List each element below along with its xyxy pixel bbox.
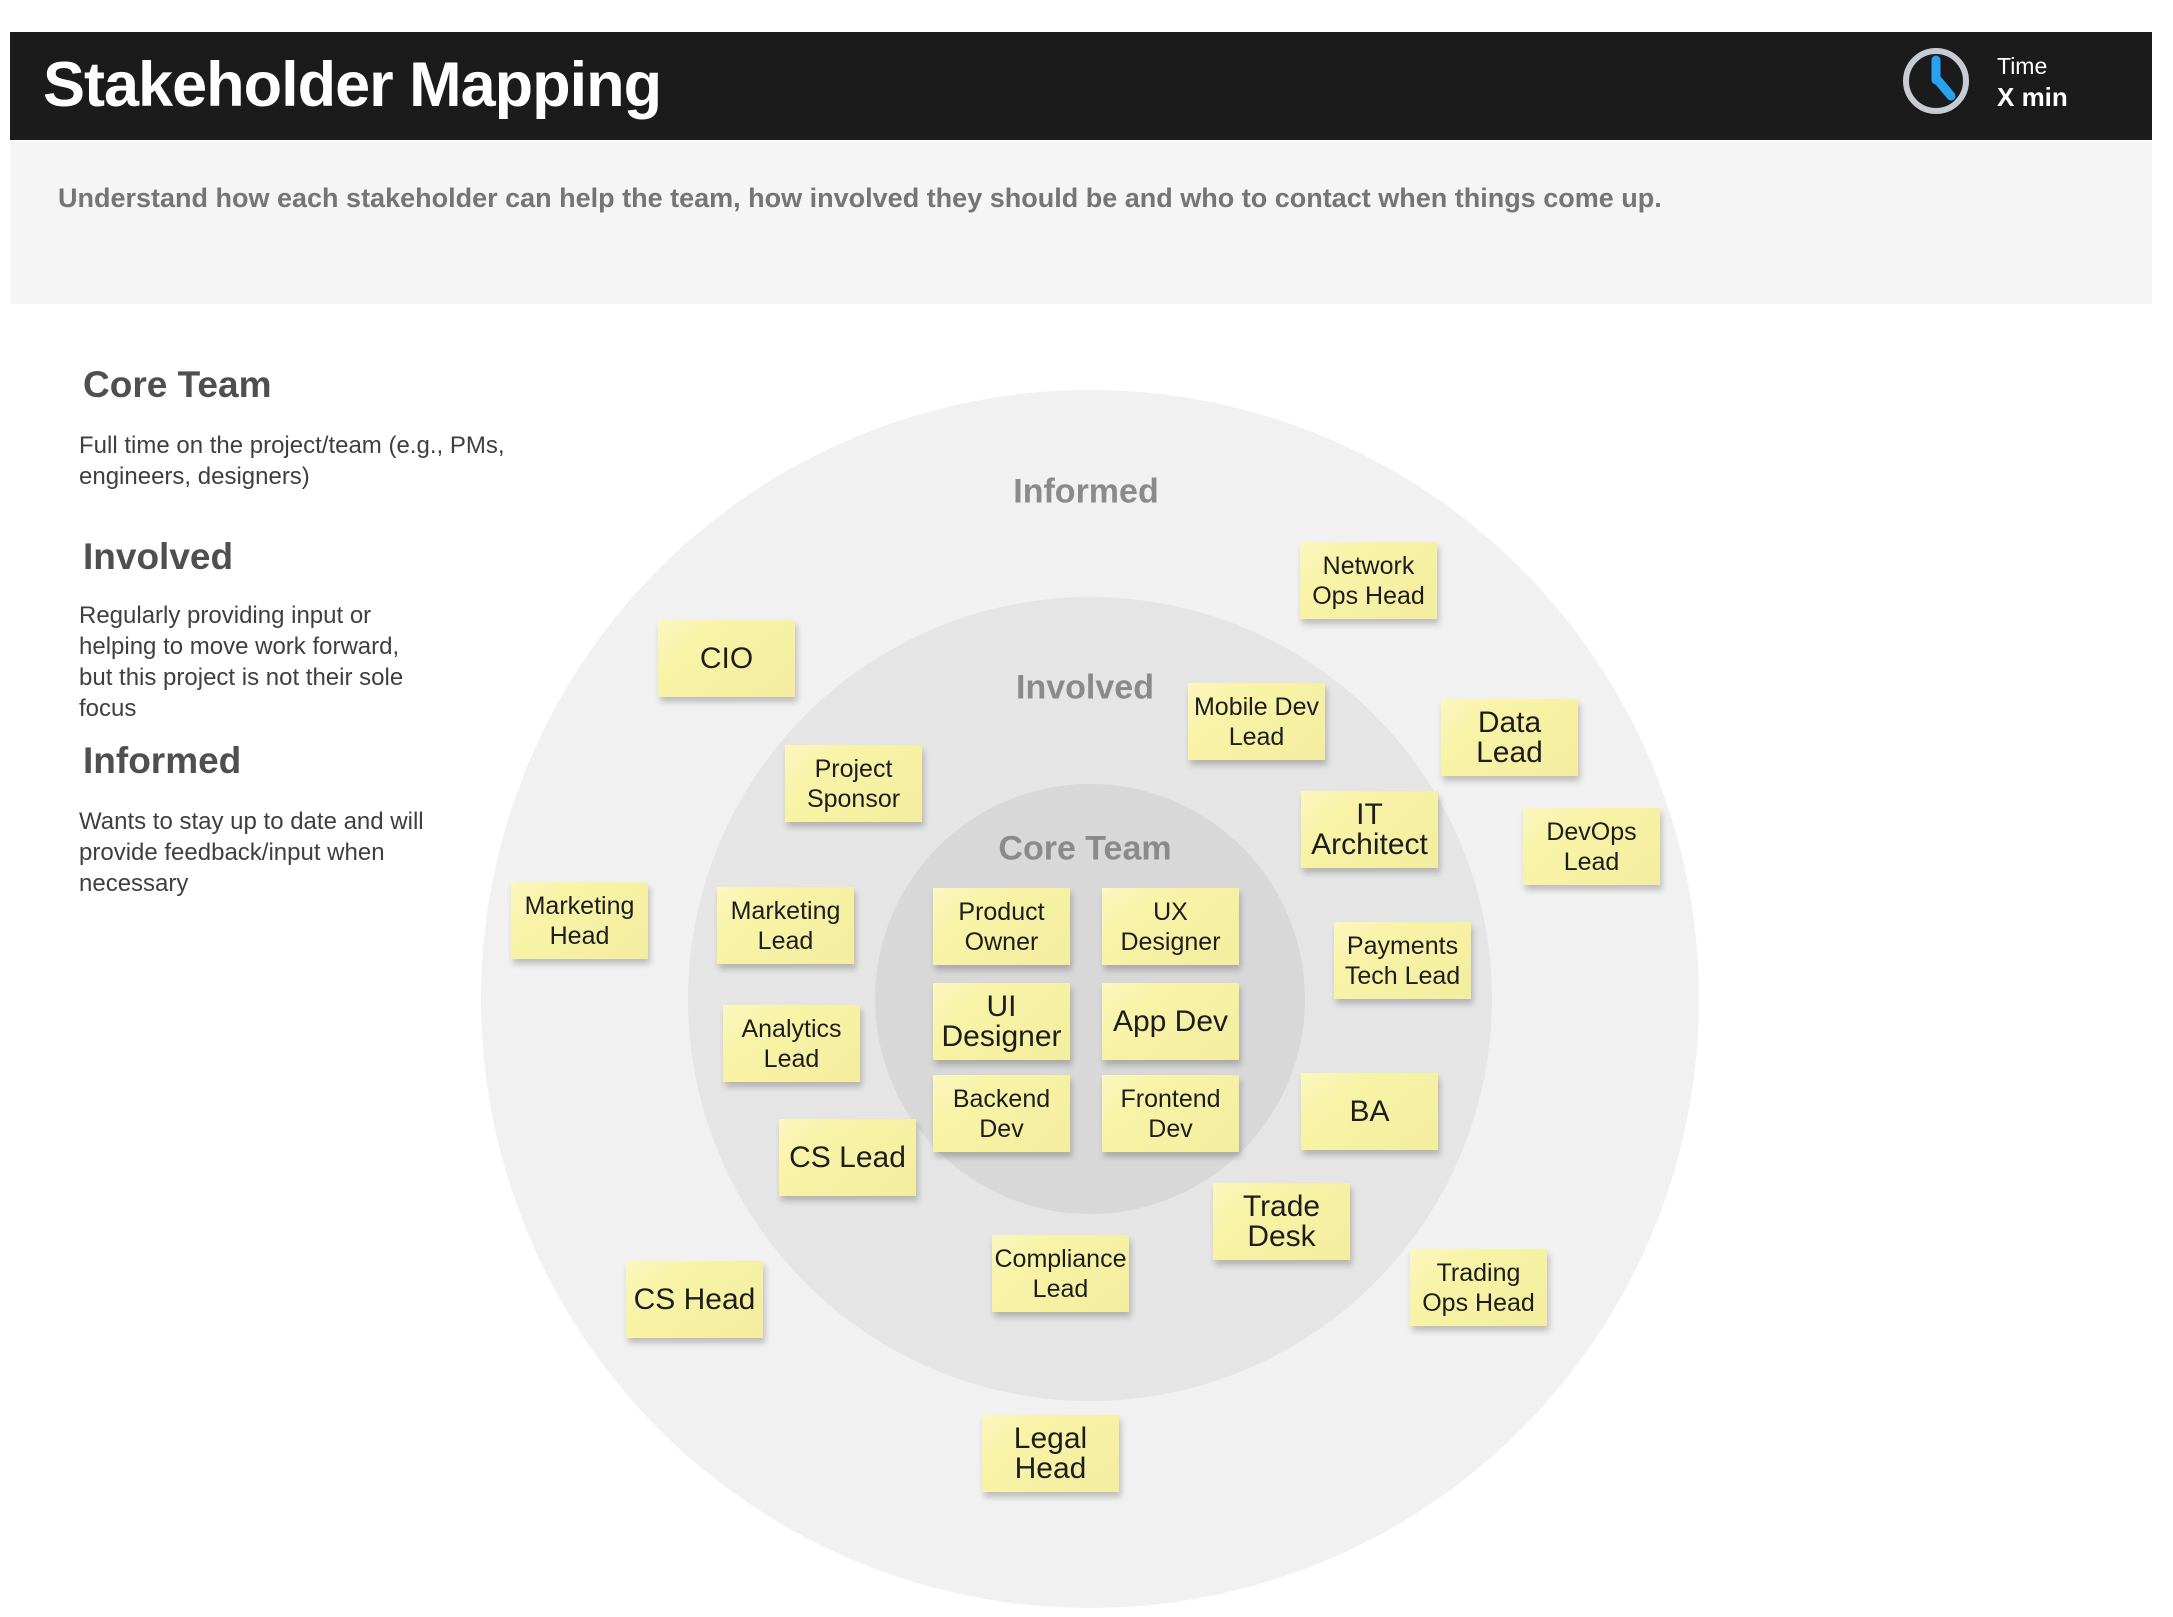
legend-heading-core-team: Core Team — [83, 364, 272, 405]
timer-text: Time X min — [1997, 51, 2068, 113]
legend-heading-involved: Involved — [83, 536, 234, 577]
clock-icon — [1903, 48, 1969, 114]
zone-label-informed: Informed — [1013, 472, 1159, 511]
sticky-note-cs-lead[interactable]: CS Lead — [779, 1119, 916, 1196]
sticky-note-product-owner[interactable]: Product Owner — [933, 888, 1070, 965]
zone-label-core-team: Core Team — [998, 829, 1172, 868]
sticky-note-cs-head[interactable]: CS Head — [626, 1261, 763, 1338]
sticky-note-payments-tech-lead[interactable]: Payments Tech Lead — [1334, 922, 1471, 999]
zone-label-involved: Involved — [1016, 668, 1154, 707]
sticky-note-frontend-dev[interactable]: Frontend Dev — [1102, 1075, 1239, 1152]
sticky-note-compliance-lead[interactable]: Compliance Lead — [992, 1235, 1129, 1312]
page-title: Stakeholder Mapping — [43, 50, 662, 120]
sticky-note-backend-dev[interactable]: Backend Dev — [933, 1075, 1070, 1152]
legend-heading-informed: Informed — [83, 740, 242, 781]
sticky-note-mobile-dev-lead[interactable]: Mobile Dev Lead — [1188, 683, 1325, 760]
sticky-note-trade-desk[interactable]: Trade Desk — [1213, 1183, 1350, 1260]
sticky-note-network-ops-head[interactable]: Network Ops Head — [1300, 542, 1437, 619]
timer-label: Time — [1997, 53, 2048, 79]
subtitle-text: Understand how each stakeholder can help… — [58, 183, 1662, 213]
sticky-note-app-dev[interactable]: App Dev — [1102, 983, 1239, 1060]
subtitle-bar: Understand how each stakeholder can help… — [10, 141, 2152, 304]
sticky-note-devops-lead[interactable]: DevOps Lead — [1523, 808, 1660, 885]
sticky-note-cio[interactable]: CIO — [658, 620, 795, 697]
sticky-note-ba[interactable]: BA — [1301, 1073, 1438, 1150]
sticky-note-ui-designer[interactable]: UI Designer — [933, 983, 1070, 1060]
timer-value: X min — [1997, 82, 2068, 112]
sticky-note-ux-designer[interactable]: UX Designer — [1102, 888, 1239, 965]
sticky-note-it-architect[interactable]: IT Architect — [1301, 791, 1438, 868]
sticky-note-marketing-head[interactable]: Marketing Head — [511, 882, 648, 959]
sticky-note-trading-ops-head[interactable]: Trading Ops Head — [1410, 1249, 1547, 1326]
sticky-note-legal-head[interactable]: Legal Head — [982, 1415, 1119, 1492]
header-bar: Stakeholder Mapping Time X min — [10, 32, 2152, 140]
sticky-note-data-lead[interactable]: Data Lead — [1441, 699, 1578, 776]
legend-body-involved: Regularly providing input or helping to … — [79, 602, 404, 722]
legend-body-informed: Wants to stay up to date and will provid… — [79, 808, 424, 897]
timer-widget[interactable]: Time X min — [1890, 32, 2140, 140]
sticky-note-marketing-lead[interactable]: Marketing Lead — [717, 887, 854, 964]
sticky-note-analytics-lead[interactable]: Analytics Lead — [723, 1005, 860, 1082]
sticky-note-project-sponsor[interactable]: Project Sponsor — [785, 745, 922, 822]
legend-body-core-team: Full time on the project/team (e.g., PMs… — [79, 432, 505, 490]
